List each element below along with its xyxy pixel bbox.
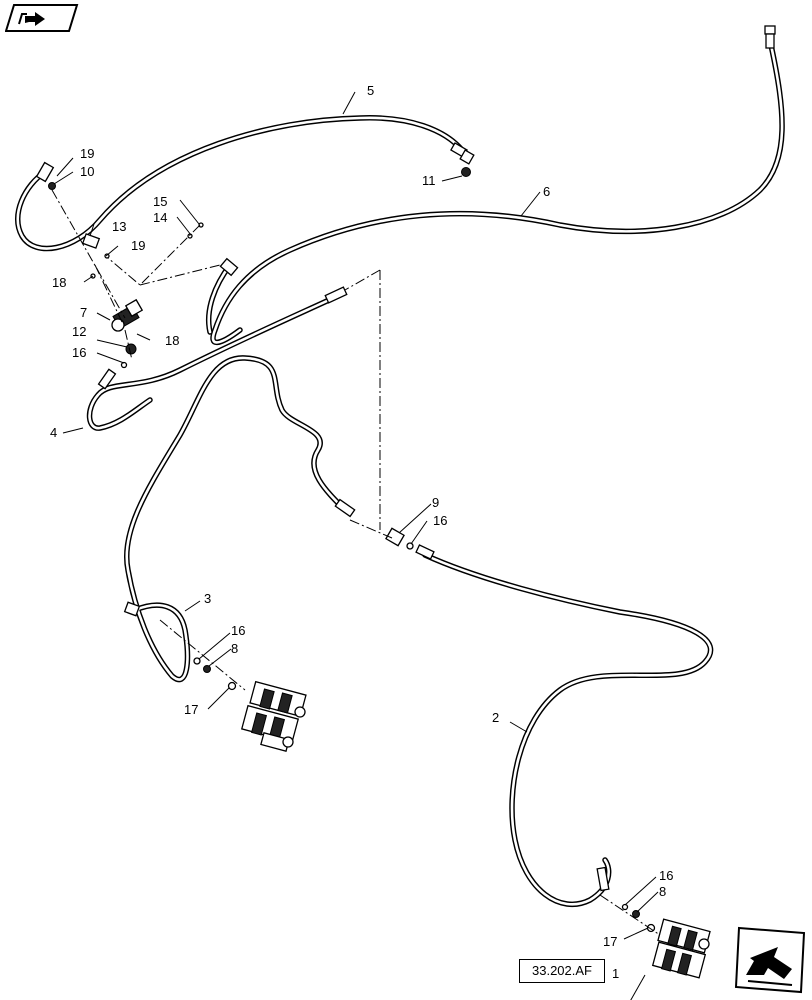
callout-9: 9 [432,495,439,510]
callout-8a: 8 [231,641,238,656]
callout-19b: 19 [131,238,145,253]
callout-16b: 16 [433,513,447,528]
hose-5 [15,115,465,252]
callout-18b: 18 [165,333,179,348]
callout-16a: 16 [72,345,86,360]
callout-8b: 8 [659,884,666,899]
valve-block-right [651,918,711,979]
callout-10: 10 [80,164,94,179]
hose-2 [422,552,714,907]
next-page-arrow-icon[interactable] [734,925,806,995]
manifold-fitting [48,167,471,550]
hose-4 [86,292,343,431]
reference-code: 33.202.AF [519,959,605,983]
hose-6 [210,42,785,346]
callout-4: 4 [50,425,57,440]
callout-11: 11 [422,173,436,188]
callout-18a: 18 [52,275,66,290]
valve-block-left [240,680,307,752]
callout-5: 5 [367,83,374,98]
callouts: 1 2 3 4 5 6 7 8 8 9 10 11 12 13 14 15 16… [50,83,673,981]
callout-17b: 17 [603,934,617,949]
callout-15: 15 [153,194,167,209]
callout-2: 2 [492,710,499,725]
callout-3: 3 [204,591,211,606]
callout-14: 14 [153,210,167,225]
leader-lines [53,91,659,1000]
callout-16d: 16 [659,868,673,883]
callout-19a: 19 [80,146,94,161]
callout-6: 6 [543,184,550,199]
callout-12: 12 [72,324,86,339]
callout-7: 7 [80,305,87,320]
callout-17a: 17 [184,702,198,717]
hose-3 [124,355,348,683]
hose-fittings [35,25,776,892]
seals [90,222,656,933]
folder-arrow-icon[interactable] [5,3,79,33]
center-lines [51,189,661,936]
callout-1: 1 [612,966,619,981]
callout-16c: 16 [231,623,245,638]
callout-13: 13 [112,219,126,234]
